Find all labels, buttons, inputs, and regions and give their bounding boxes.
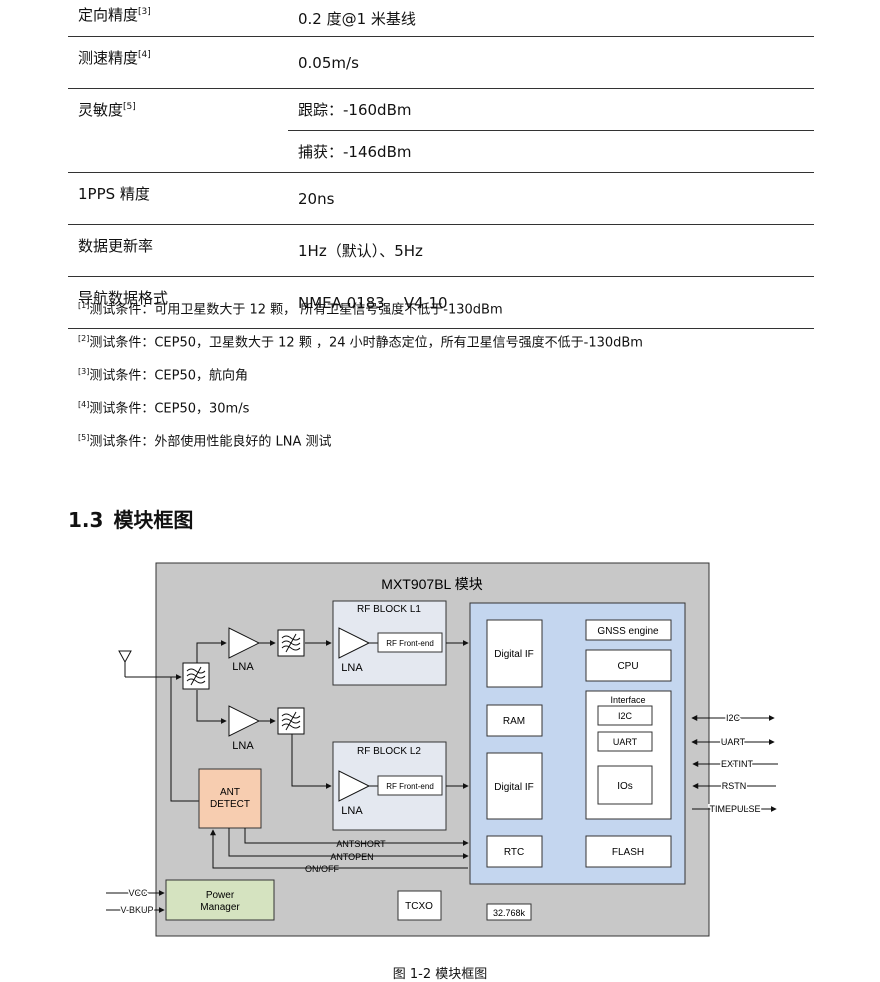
pin-rstn: RSTN	[722, 781, 747, 791]
cpu-block	[585, 649, 672, 682]
lna-l1-icon	[228, 627, 261, 659]
rtc-crystal-block	[486, 903, 532, 921]
svg-text:DETECT: DETECT	[210, 799, 250, 810]
section-title: 模块框图	[113, 508, 194, 532]
svg-text:Manager: Manager	[200, 902, 240, 913]
svg-text:UART: UART	[613, 737, 638, 747]
pin-uart: UART	[721, 737, 746, 747]
svg-text:ANT: ANT	[220, 787, 240, 798]
spec-value: 0.2 度@1 米基线	[288, 0, 814, 37]
spec-table: 定向精度[3] 0.2 度@1 米基线 测速精度[4] 0.05m/s 灵敏度[…	[68, 0, 814, 329]
i2c-block	[597, 705, 653, 726]
spec-value: 跟踪：-160dBm	[298, 101, 412, 119]
note-ref: [3]	[138, 7, 151, 17]
ios-block	[597, 765, 653, 805]
spec-label: 导航数据格式	[68, 276, 288, 329]
section-number: 1.3	[68, 508, 104, 532]
module-title: MXT907BL 模块	[381, 576, 482, 592]
svg-text:IOs: IOs	[617, 781, 633, 792]
spec-label: 数据更新率	[68, 224, 288, 277]
figure-caption: 图 1-2 模块框图	[392, 967, 488, 982]
pin-vcc: VCC	[128, 888, 148, 898]
filter-l2-icon	[277, 707, 305, 735]
footnote: [2]测试条件：CEP50，卫星数大于 12 颗 ，24 小时静态定位，所有卫星…	[78, 334, 643, 351]
svg-text:Interface: Interface	[610, 695, 645, 705]
pin-v-bkup: V-BKUP	[120, 905, 153, 915]
filter-l1-icon	[277, 629, 305, 657]
rtc-block	[486, 835, 543, 868]
spec-label: 灵敏度	[78, 101, 124, 119]
lna-label: LNA	[232, 740, 254, 752]
spec-row-heading-accuracy: 定向精度[3] 0.2 度@1 米基线	[68, 0, 814, 37]
lna-icon	[338, 770, 371, 802]
lna-label: LNA	[232, 661, 254, 673]
tcxo-block	[397, 890, 442, 921]
footnotes: [1]测试条件：可用卫星数大于 12 颗， 所有卫星信号强度不低于-130dBm…	[78, 293, 643, 458]
spec-value: 20ns	[288, 172, 814, 225]
footnote: [1]测试条件：可用卫星数大于 12 颗， 所有卫星信号强度不低于-130dBm	[78, 301, 503, 318]
rf-block-l1-title: RF BLOCK L1	[357, 604, 421, 615]
spec-row-1pps: 1PPS 精度 20ns	[68, 172, 814, 225]
svg-text:Power: Power	[206, 890, 235, 901]
power-manager-block	[165, 879, 275, 921]
signal-antopen: ANTOPEN	[330, 852, 373, 862]
footnote: [5]测试条件：外部使用性能良好的 LNA 测试	[78, 433, 332, 450]
pin-timepulse: TIMEPULSE	[709, 804, 760, 814]
spec-row-sensitivity: 灵敏度[5] 跟踪：-160dBm	[68, 88, 814, 173]
flash-block	[585, 835, 672, 868]
spec-label: 1PPS 精度	[68, 172, 288, 225]
svg-text:CPU: CPU	[617, 661, 638, 672]
ram-block	[486, 704, 543, 737]
spec-row-sensitivity-acquire: 捕获：-146dBm	[68, 130, 814, 173]
spec-value: NMEA 0183 V4.10	[288, 276, 814, 329]
block-diagram: MXT907BL 模块 LNA LNA RF BLOCK L1 LNA RF F…	[106, 562, 778, 937]
note-ref: [4]	[138, 50, 151, 60]
svg-text:TCXO: TCXO	[405, 901, 433, 912]
lna-l2-icon	[228, 705, 261, 737]
spec-label: 定向精度	[78, 6, 139, 24]
rf-frontend-l2	[377, 775, 443, 796]
lna-label: LNA	[341, 805, 363, 817]
note-ref: [5]	[123, 102, 136, 112]
svg-text:I2C: I2C	[618, 711, 633, 721]
svg-text:32.768k: 32.768k	[493, 908, 526, 918]
svg-text:FLASH: FLASH	[612, 847, 644, 858]
footnote: [4]测试条件：CEP50，30m/s	[78, 400, 250, 417]
digital-if-l2	[486, 752, 543, 820]
spec-value: 0.05m/s	[288, 36, 814, 89]
footnote: [3]测试条件：CEP50，航向角	[78, 367, 249, 384]
section-heading: 1.3 模块框图	[68, 504, 193, 533]
rf-frontend-l1	[377, 632, 443, 653]
spec-value: 1Hz（默认）、5Hz	[288, 224, 814, 277]
uart-block	[597, 731, 653, 752]
ant-detect-block	[198, 768, 262, 829]
lna-label: LNA	[341, 662, 363, 674]
svg-text:RAM: RAM	[503, 716, 525, 727]
svg-text:RF Front-end: RF Front-end	[386, 782, 434, 791]
svg-text:RTC: RTC	[504, 847, 524, 858]
input-filter-icon	[182, 662, 210, 690]
svg-text:RF Front-end: RF Front-end	[386, 639, 434, 648]
pin-extint: EXTINT	[721, 759, 754, 769]
rf-block-l2-title: RF BLOCK L2	[357, 746, 421, 757]
svg-text:Digital IF: Digital IF	[494, 782, 533, 793]
signal-onoff: ON/OFF	[305, 864, 339, 874]
digital-if-l1	[486, 619, 543, 688]
spec-value: 捕获：-146dBm	[288, 130, 814, 173]
spec-label: 测速精度	[78, 49, 139, 67]
pin-i2c: I2C	[726, 713, 741, 723]
spec-row-update-rate: 数据更新率 1Hz（默认）、5Hz	[68, 224, 814, 277]
signal-antshort: ANTSHORT	[336, 839, 386, 849]
spec-row-velocity-accuracy: 测速精度[4] 0.05m/s	[68, 36, 814, 89]
gnss-engine-block	[585, 619, 672, 641]
spec-row-nav-format: 导航数据格式 NMEA 0183 V4.10	[68, 276, 814, 329]
lna-icon	[338, 627, 371, 659]
svg-text:Digital IF: Digital IF	[494, 649, 533, 660]
antenna-icon	[118, 650, 132, 677]
svg-text:GNSS engine: GNSS engine	[597, 626, 659, 637]
